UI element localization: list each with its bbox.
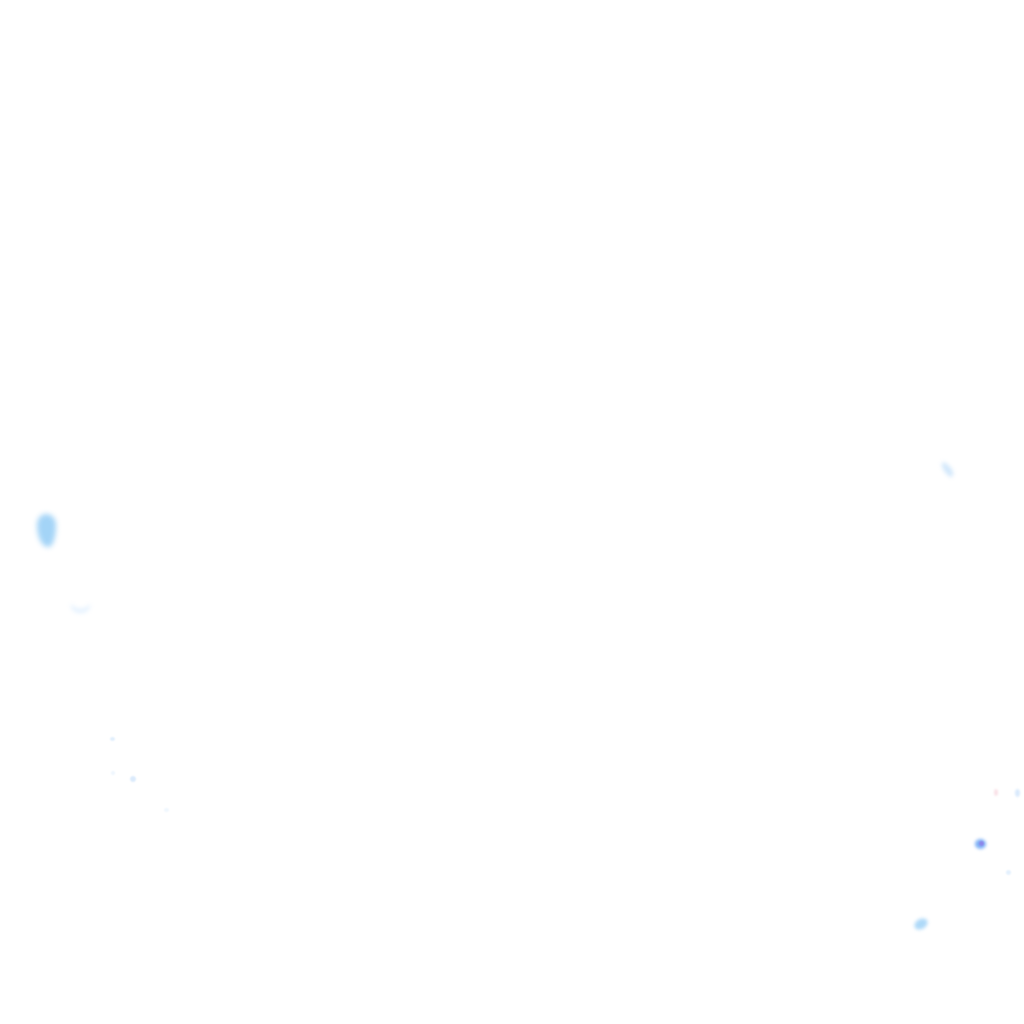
pale-pink-speck-right [994, 789, 998, 796]
pale-blue-speck-right-lower [1006, 870, 1011, 875]
violet-blue-dot [975, 839, 986, 849]
pale-speck-left-upper [110, 737, 115, 741]
pale-speck-left-bottom [164, 808, 169, 812]
violet-dot-core [979, 841, 984, 846]
pale-speck-left-lower [130, 776, 136, 782]
blue-oval-smudge [912, 916, 930, 932]
faint-crescent-smudge [71, 598, 90, 613]
blue-swoosh-streak [939, 460, 956, 479]
blue-teardrop-blob [37, 514, 56, 547]
pale-blue-speck-right [1015, 789, 1020, 797]
pale-speck-left-mid [111, 771, 115, 775]
